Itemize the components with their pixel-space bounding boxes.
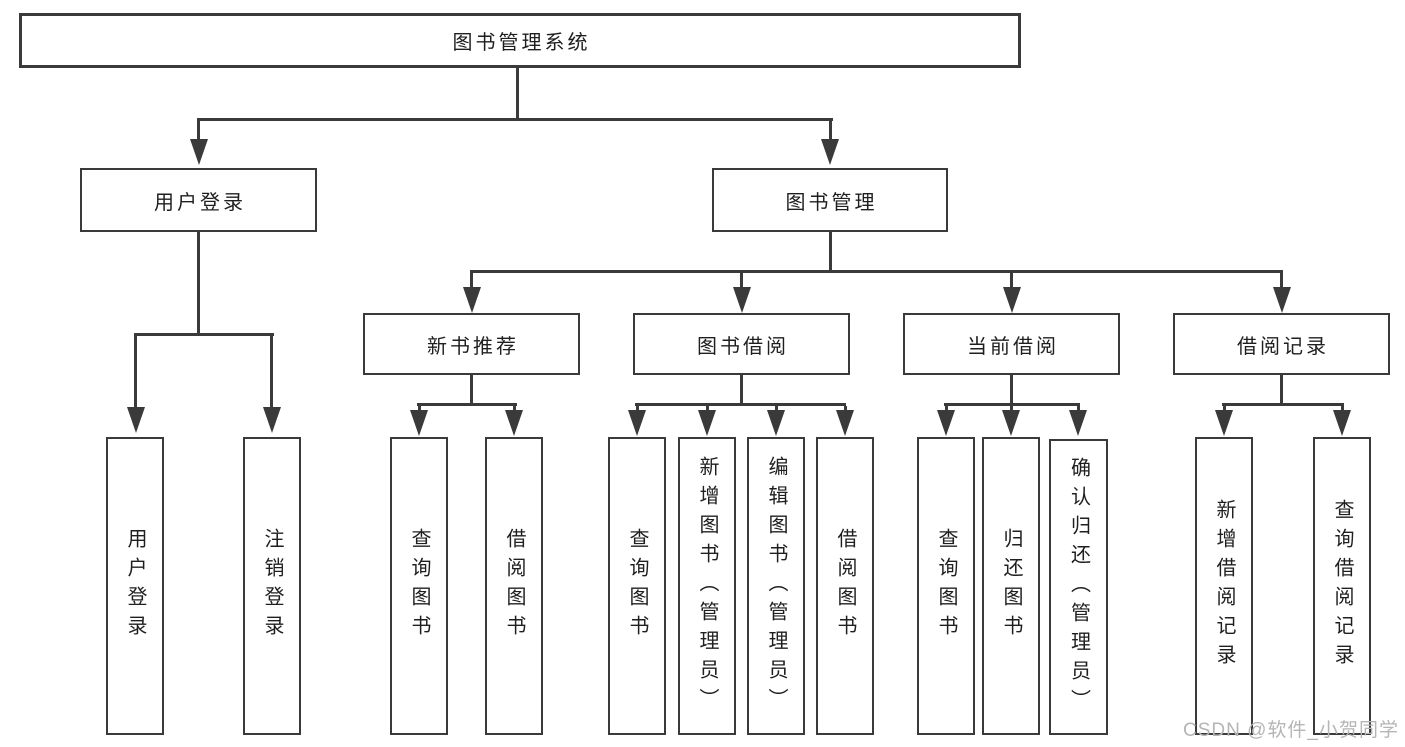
node-library-management-system: 图书管理系统 bbox=[19, 13, 1021, 68]
connector-stub bbox=[1077, 406, 1080, 411]
connector-stub bbox=[418, 406, 421, 411]
arrow-down-icon bbox=[505, 410, 523, 436]
connector-stub bbox=[134, 336, 137, 407]
connector-stub bbox=[706, 406, 709, 411]
arrow-down-icon bbox=[733, 287, 751, 313]
connector-mgmt-horizontal bbox=[470, 270, 1283, 273]
arrow-down-icon bbox=[263, 407, 281, 433]
connector-stub bbox=[775, 406, 778, 411]
arrow-down-icon bbox=[836, 410, 854, 436]
node-book-borrowing: 图书借阅 bbox=[633, 313, 850, 375]
connector-stub bbox=[945, 406, 948, 411]
connector-stub bbox=[1341, 406, 1344, 411]
node-leaf-edit-books-admin: 编辑图书（管理员） bbox=[747, 437, 805, 735]
connector-stub bbox=[1010, 406, 1013, 411]
connector-horizontal bbox=[635, 403, 846, 406]
node-leaf-add-books-admin: 新增图书（管理员） bbox=[678, 437, 736, 735]
connector-vertical bbox=[1280, 375, 1283, 405]
arrow-down-icon bbox=[767, 410, 785, 436]
arrow-down-icon bbox=[190, 139, 208, 165]
node-new-book-recommendation: 新书推荐 bbox=[363, 313, 580, 375]
connector-stub bbox=[1223, 406, 1226, 411]
connector-root-horizontal bbox=[197, 118, 833, 121]
node-leaf-user-login: 用户登录 bbox=[106, 437, 164, 735]
connector-root-vertical bbox=[516, 67, 519, 120]
connector-stub-user-login bbox=[197, 120, 200, 139]
arrow-down-icon bbox=[1069, 410, 1087, 436]
node-leaf-logout: 注销登录 bbox=[243, 437, 301, 735]
arrow-down-icon bbox=[628, 410, 646, 436]
arrow-down-icon bbox=[937, 410, 955, 436]
arrow-down-icon bbox=[1003, 287, 1021, 313]
csdn-watermark: CSDN @软件_小贺同学 bbox=[1183, 720, 1399, 741]
connector-horizontal bbox=[417, 403, 517, 406]
arrow-down-icon bbox=[1333, 410, 1351, 436]
connector-mgmt-vertical bbox=[829, 232, 832, 272]
arrow-down-icon bbox=[1273, 287, 1291, 313]
node-leaf-borrow-books: 借阅图书 bbox=[485, 437, 543, 735]
node-leaf-query-books: 查询图书 bbox=[390, 437, 448, 735]
connector-stub bbox=[740, 273, 743, 288]
arrow-down-icon bbox=[127, 407, 145, 433]
connector-login-horizontal bbox=[134, 333, 274, 336]
connector-vertical bbox=[470, 375, 473, 405]
connector-vertical bbox=[740, 375, 743, 405]
connector-horizontal bbox=[944, 403, 1080, 406]
connector-stub bbox=[270, 336, 273, 407]
connector-stub bbox=[1010, 273, 1013, 288]
arrow-down-icon bbox=[698, 410, 716, 436]
arrow-down-icon bbox=[1215, 410, 1233, 436]
connector-vertical bbox=[1010, 375, 1013, 405]
node-leaf-borrow-books: 借阅图书 bbox=[816, 437, 874, 735]
node-borrowing-records: 借阅记录 bbox=[1173, 313, 1390, 375]
arrow-down-icon bbox=[463, 287, 481, 313]
connector-stub bbox=[1280, 273, 1283, 288]
connector-stub bbox=[470, 273, 473, 288]
arrow-down-icon bbox=[821, 139, 839, 165]
node-leaf-confirm-return-admin: 确认归还（管理员） bbox=[1049, 439, 1108, 735]
node-leaf-return-books: 归还图书 bbox=[982, 437, 1040, 735]
connector-login-vertical bbox=[197, 232, 200, 335]
node-leaf-query-books: 查询图书 bbox=[608, 437, 666, 735]
node-leaf-query-books: 查询图书 bbox=[917, 437, 975, 735]
connector-stub bbox=[513, 406, 516, 411]
node-current-borrowing: 当前借阅 bbox=[903, 313, 1120, 375]
node-leaf-add-borrow-record: 新增借阅记录 bbox=[1195, 437, 1253, 735]
arrow-down-icon bbox=[1002, 410, 1020, 436]
node-book-management: 图书管理 bbox=[712, 168, 948, 232]
node-leaf-query-borrow-record: 查询借阅记录 bbox=[1313, 437, 1371, 735]
node-user-login: 用户登录 bbox=[80, 168, 317, 232]
connector-stub bbox=[636, 406, 639, 411]
connector-stub-book-management bbox=[829, 120, 832, 139]
connector-horizontal bbox=[1222, 403, 1344, 406]
connector-stub bbox=[844, 406, 847, 411]
arrow-down-icon bbox=[410, 410, 428, 436]
